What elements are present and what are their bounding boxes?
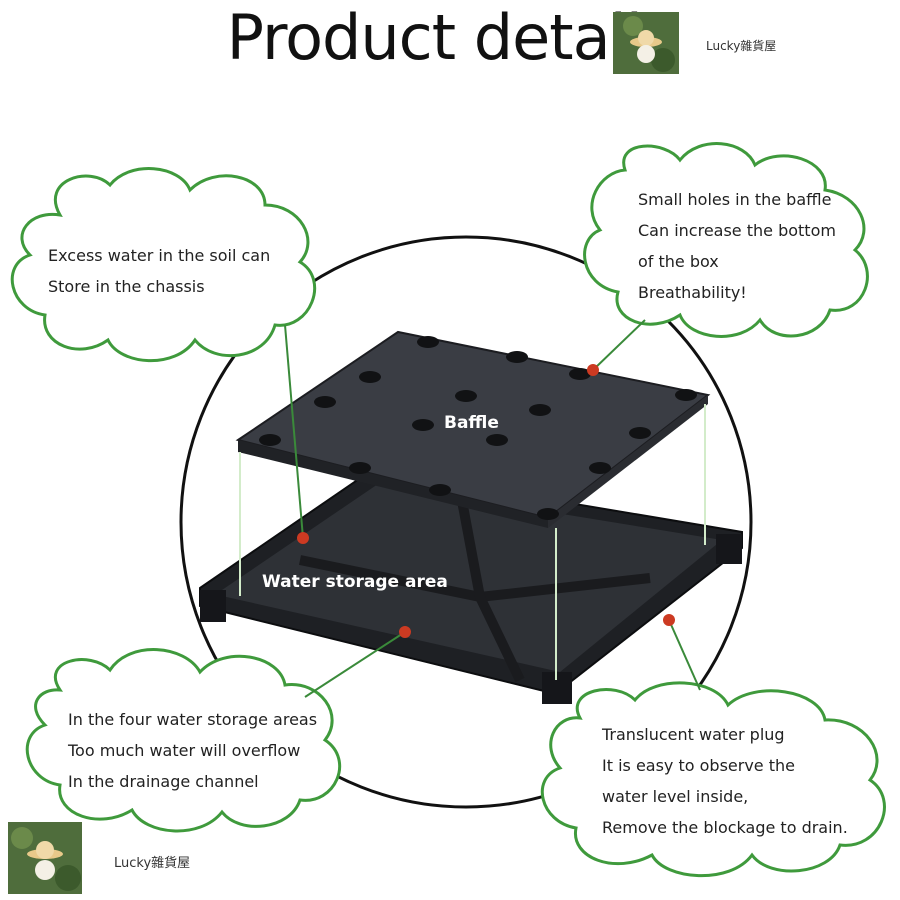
markers [297,364,675,638]
marker-holes [587,364,599,376]
callout-line: Excess water in the soil can [48,246,271,265]
baffle-holes [259,336,697,520]
baffle-label: Baffle [444,413,499,433]
callout-line: In the four water storage areas [68,710,318,729]
baffle-plate [235,330,711,528]
marker-soil [297,532,309,544]
callout-storage-text: In the four water storage areas Too much… [68,704,317,797]
callout-line: Store in the chassis [48,277,205,296]
callout-line: Small holes in the baffle [638,190,832,209]
leader-soil [284,324,304,539]
water-storage-label: Water storage area [262,572,448,592]
marker-plug [663,614,675,626]
guide-lines-tint [239,404,706,680]
cloud-holes [583,142,869,338]
shop-name-top: Lucky雜貨屋 [706,39,777,53]
shop-avatar [613,12,679,74]
callout-line: Remove the blockage to drain. [602,818,848,837]
shop-avatar-bottom [8,822,82,894]
callout-line: water level inside, [602,787,749,806]
callout-line: Too much water will overflow [68,741,301,760]
callout-line: It is easy to observe the [602,756,795,775]
cloud-storage [25,648,342,833]
leader-holes [592,319,646,371]
callout-line: of the box [638,252,719,271]
shop-name-bottom: Lucky雜貨屋 [114,856,191,871]
leader-storage [304,631,406,698]
page-title: Product details [226,1,675,74]
callout-line: Can increase the bottom [638,221,836,240]
callout-soil-text: Excess water in the soil can Store in th… [48,240,270,302]
callout-line: Breathability! [638,283,747,302]
callout-line: In the drainage channel [68,772,259,791]
callout-line: Translucent water plug [602,725,785,744]
background-circle [179,235,753,809]
callout-plug-text: Translucent water plug It is easy to obs… [602,719,848,843]
cloud-soil [10,167,317,363]
callout-holes-text: Small holes in the baffle Can increase t… [638,184,836,308]
callout-clouds [10,142,886,878]
marker-storage [399,626,411,638]
leader-plug [668,619,701,691]
leader-lines [284,319,701,698]
cloud-plug [540,681,886,878]
